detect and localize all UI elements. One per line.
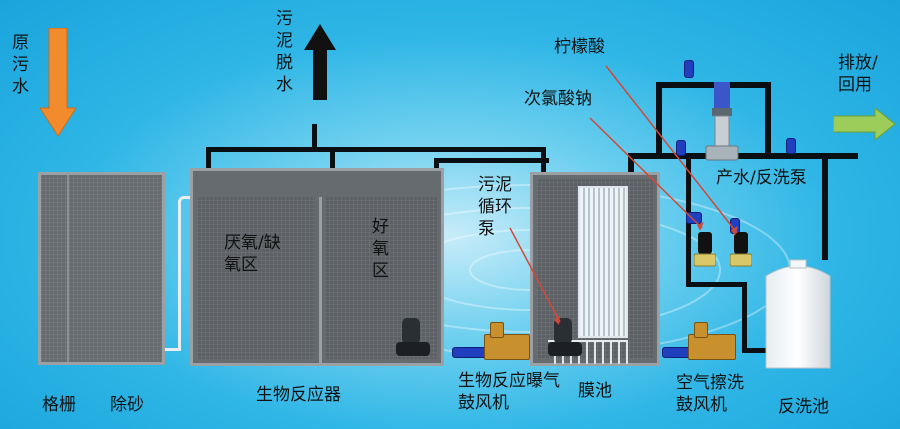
sludge-pump-leader [509, 227, 561, 323]
return-pipe-top [434, 158, 549, 163]
pump-loop-left [656, 84, 662, 156]
chem-pipe-end [742, 348, 768, 353]
citric-acid-label: 柠檬酸 [554, 37, 605, 57]
bioreactor-label: 生物反应器 [256, 385, 341, 405]
pump-loop-right [765, 82, 771, 156]
hypochlorite-leader [589, 117, 703, 229]
air-scour-blower-label: 空气擦洗鼓风机 [676, 373, 744, 415]
valve-icon [676, 140, 686, 156]
inflow-arrow [40, 28, 76, 137]
membrane-module [578, 186, 628, 338]
outflow-arrow [833, 108, 895, 140]
raw-sewage-label: 原污水 [12, 33, 29, 97]
overflow-pipe-down [178, 200, 181, 350]
valve-icon [786, 138, 796, 154]
sludge-dewater-label: 污泥脱水 [276, 9, 293, 95]
sludge-out-arrow [304, 24, 336, 100]
bio-blower-motor [490, 322, 504, 338]
dosing-pump-icon [694, 232, 716, 267]
backwash-drop [822, 155, 828, 260]
scour-blower-icon [688, 334, 736, 360]
sodium-hypochlorite-label: 次氯酸钠 [524, 89, 592, 109]
discharge-reuse-label: 排放/回用 [838, 53, 878, 95]
bio-blower-icon [484, 334, 530, 360]
chem-pipe-right [742, 282, 747, 352]
main-top-pipe [206, 147, 546, 152]
pump-loop-top [656, 82, 771, 88]
vertical-pump-icon [705, 82, 739, 161]
product-backwash-pump-label: 产水/反洗泵 [716, 168, 807, 188]
submersible-pump-icon [396, 318, 430, 356]
aerobic-zone-label: 好氧区 [372, 217, 389, 281]
sludge-recycle-pump-label: 污泥循环泵 [478, 175, 512, 239]
scour-blower-motor [694, 322, 708, 338]
aeration-blower-label: 生物反应曝气鼓风机 [458, 371, 560, 413]
citric-acid-leader [605, 65, 738, 234]
screen-label: 格栅 [42, 395, 76, 415]
dosing-pump-icon [730, 232, 752, 267]
overflow-pipe-end [165, 348, 181, 351]
grit-removal-label: 除砂 [110, 395, 144, 415]
bioreactor-tank [190, 168, 444, 366]
anaerobic-anoxic-label: 厌氧/缺氧区 [224, 233, 281, 275]
sludge-riser-pipe [312, 124, 317, 150]
chem-pipe-bottom [686, 282, 746, 287]
screen-grit-tank [38, 172, 165, 365]
permeate-riser [628, 153, 634, 183]
valve-icon [684, 60, 694, 78]
backwash-tank-label: 反洗池 [778, 397, 829, 417]
membrane-tank-label: 膜池 [578, 381, 612, 401]
permeate-pipe [628, 153, 858, 159]
backwash-tank-icon [765, 259, 831, 369]
valve-icon [686, 212, 702, 224]
